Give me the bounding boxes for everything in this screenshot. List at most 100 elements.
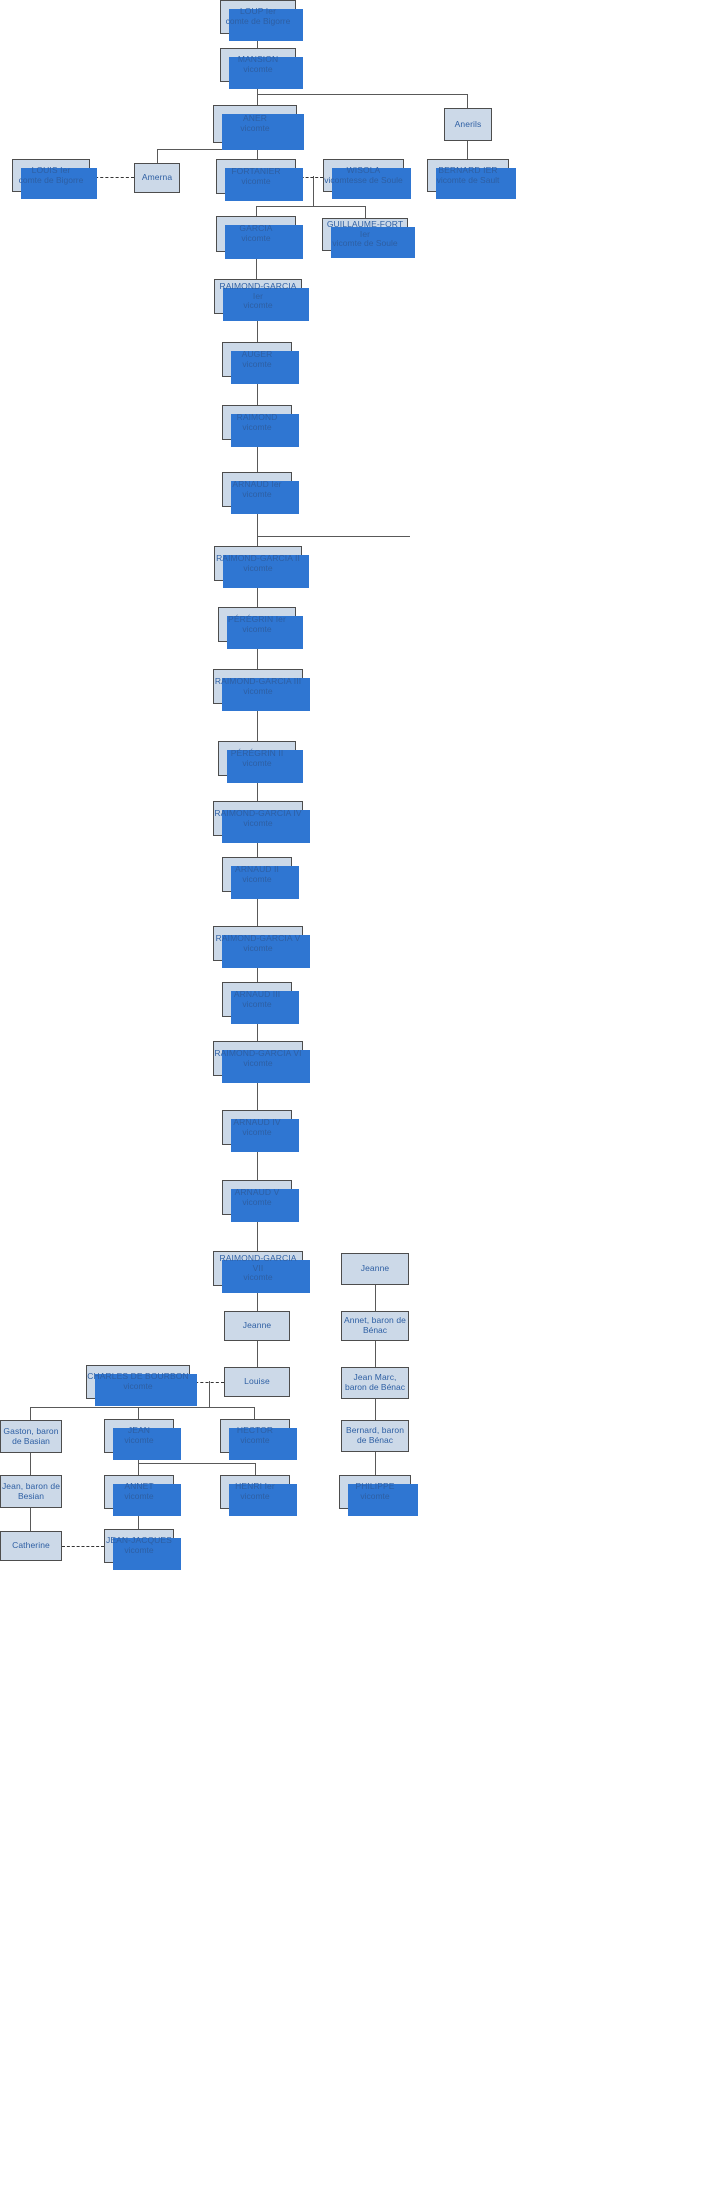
connector-line bbox=[257, 961, 259, 982]
person-name: LOUP Ier bbox=[239, 6, 277, 17]
person-title: Besian bbox=[18, 1490, 44, 1501]
person-title: vicomte bbox=[243, 64, 273, 74]
person-name: LOUIS Ier bbox=[31, 164, 71, 175]
connector-line bbox=[256, 206, 366, 208]
person-title: Bénac bbox=[362, 1325, 388, 1335]
person-title: vicomte bbox=[242, 1126, 272, 1137]
person-title: baron de Bénac bbox=[344, 1382, 406, 1392]
person-name: RAIMOND-GARCIA IV bbox=[214, 807, 302, 818]
connector-line bbox=[257, 704, 259, 741]
connector-line bbox=[257, 642, 259, 669]
connector-line bbox=[313, 176, 315, 206]
person-title: vicomte bbox=[243, 1057, 273, 1068]
person-title: vicomte bbox=[242, 488, 272, 499]
person-node-louise[interactable]: Louise bbox=[224, 1367, 290, 1397]
person-title: vicomte de Soule bbox=[332, 238, 398, 249]
connector-line bbox=[257, 314, 259, 342]
person-name: RAIMOND-GARCIA III bbox=[214, 675, 302, 686]
person-node-anerils[interactable]: Anerils bbox=[444, 108, 492, 141]
person-node-jeanne1[interactable]: Jeanne bbox=[224, 1311, 290, 1341]
person-title: vicomte bbox=[241, 175, 271, 186]
connector-line bbox=[30, 1407, 32, 1420]
person-name: Jean Marc, bbox=[353, 1372, 397, 1383]
person-name: RAIMOND-GARCIA V bbox=[215, 932, 301, 943]
person-title: de Bénac bbox=[357, 1435, 393, 1445]
person-name: Bernard, baron bbox=[345, 1425, 405, 1436]
connector-line bbox=[257, 1076, 259, 1110]
person-name: Gaston, baron bbox=[3, 1425, 59, 1436]
person-name: RAIMOND-GARCIA II bbox=[216, 552, 300, 563]
person-node-catherine[interactable]: Catherine bbox=[0, 1531, 62, 1561]
person-name: CHARLES DE BOURBON bbox=[87, 1371, 189, 1382]
connector-line bbox=[256, 206, 258, 216]
person-node-jeanne2[interactable]: Jeanne bbox=[341, 1253, 409, 1285]
person-name: RAIMOND-GARCIA Ier bbox=[219, 280, 297, 301]
connector-line bbox=[257, 892, 259, 926]
person-title: comte de Bigorre bbox=[18, 174, 84, 185]
person-node-amerna[interactable]: Amerna bbox=[134, 163, 180, 193]
person-title: vicomte bbox=[240, 1435, 270, 1445]
person-title: vicomte bbox=[360, 1491, 390, 1501]
person-name: GARCIA bbox=[239, 223, 273, 234]
connector-line bbox=[257, 776, 259, 801]
person-title: vicomte bbox=[242, 998, 272, 1009]
person-title: vicomte bbox=[243, 942, 273, 953]
person-title: vicomte bbox=[242, 421, 272, 432]
person-name: AUGER bbox=[241, 348, 273, 359]
person-name: RAIMOND-GARCIA VI bbox=[214, 1047, 302, 1058]
connector-line bbox=[157, 149, 159, 163]
person-name: Jean, baron de bbox=[1, 1480, 61, 1491]
connector-line bbox=[257, 440, 259, 472]
marriage-line bbox=[62, 1546, 104, 1547]
person-name: ANER bbox=[242, 113, 268, 124]
person-name: RAIMOND bbox=[236, 411, 278, 422]
marriage-line bbox=[90, 177, 134, 178]
person-name: BERNARD IER bbox=[438, 164, 498, 175]
connector-line bbox=[30, 1407, 255, 1409]
connector-line bbox=[30, 1453, 32, 1475]
connector-line bbox=[30, 1508, 32, 1531]
person-title: de Basian bbox=[12, 1435, 50, 1446]
connector-line bbox=[365, 206, 367, 218]
person-name: PÉRÉGRIN Ier bbox=[228, 613, 286, 624]
connector-line bbox=[257, 1145, 259, 1180]
connector-line bbox=[257, 1341, 259, 1367]
person-node-jeanmarc[interactable]: Jean Marc,baron de Bénac bbox=[341, 1367, 409, 1399]
